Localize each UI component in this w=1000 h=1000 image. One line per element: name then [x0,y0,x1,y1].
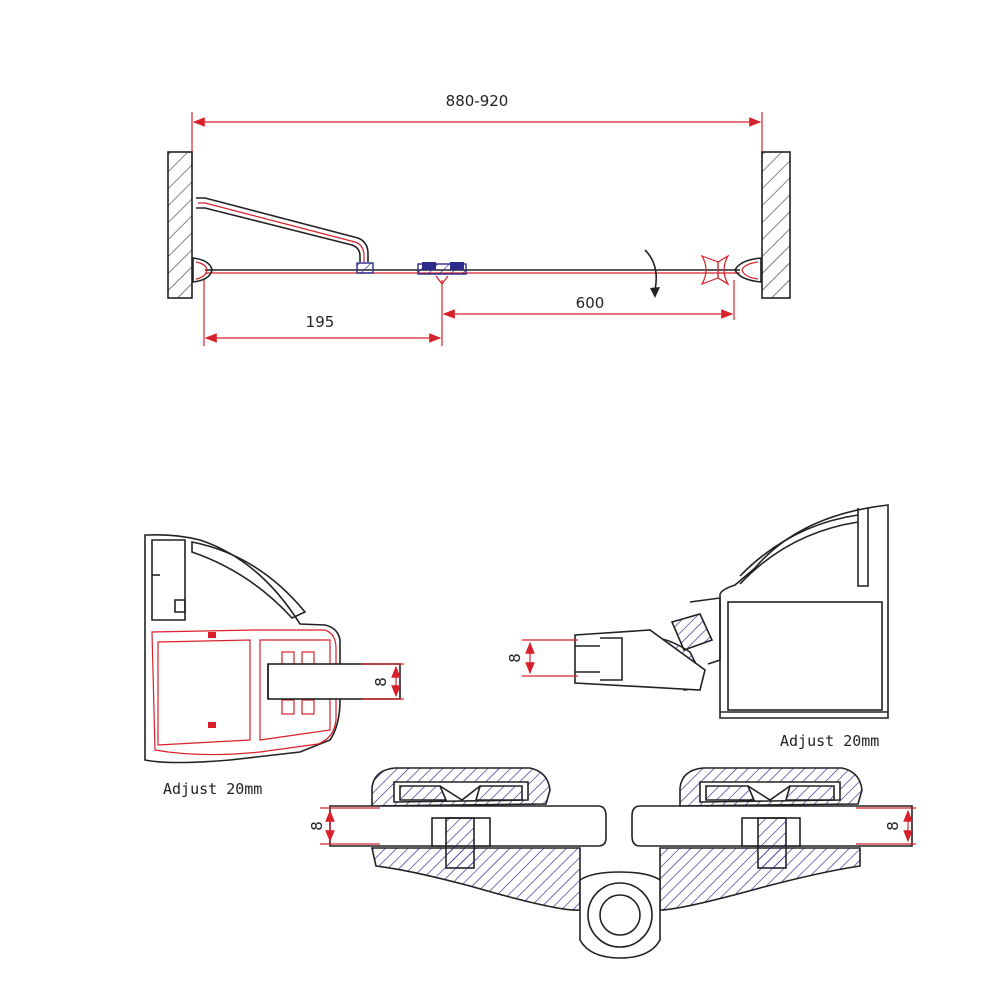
left-offset-dimension: 195 [203,280,443,346]
detail-left-wall-profile: 8 Adjust 20mm [144,534,404,798]
glass-thickness-seal: 8 [506,653,524,663]
left-offset-label: 195 [306,313,335,331]
door-handle [700,254,730,286]
swing-direction-arrow [644,249,658,291]
right-wall-profile [734,257,762,283]
glass-thickness-hinge-left: 8 [308,821,326,831]
door-width-label: 600 [576,294,605,312]
left-wall-profile [192,257,213,283]
support-bar [196,197,369,262]
support-bar-clamp [356,262,374,274]
adjust-note-right: Adjust 20mm [780,732,879,750]
right-wall [761,151,791,299]
plan-view: 880-920 [167,92,791,346]
overall-width-dimension: 880-920 [191,92,763,165]
overall-width-label: 880-920 [446,92,509,110]
detail-magnetic-seal: 8 Adjust 20mm [506,504,889,750]
glass-thickness-hinge-right: 8 [884,821,902,831]
left-wall [167,151,193,299]
door-width-dimension: 600 [442,280,735,320]
glass-thickness-left: 8 [372,677,390,687]
adjust-note-left: Adjust 20mm [163,780,262,798]
detail-hinge-section: 8 8 [308,767,916,959]
